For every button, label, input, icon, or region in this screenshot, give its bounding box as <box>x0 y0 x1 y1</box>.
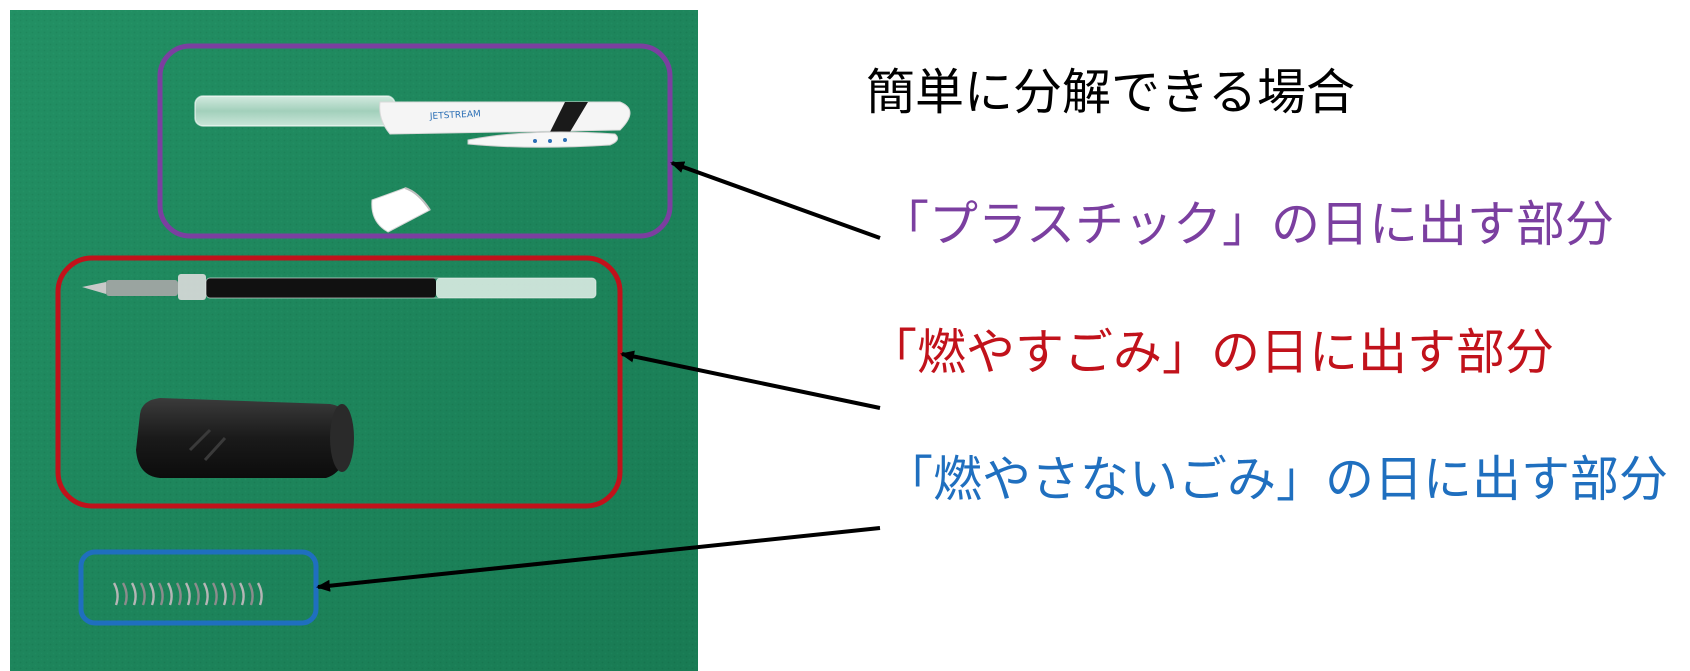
nonburnable-category-label: 「燃やさないごみ」の日に出す部分 <box>884 451 1669 508</box>
photo-drawing: JETSTREAM <box>10 10 698 671</box>
rubber-grip <box>136 398 354 478</box>
pen-barrel <box>194 95 396 127</box>
plastic-category-label: 「プラスチック」の日に出す部分 <box>880 196 1615 253</box>
plastic-arrow <box>670 161 881 240</box>
disassembled-pen-photo: JETSTREAM <box>10 10 698 671</box>
pen-body: JETSTREAM <box>379 101 631 135</box>
burnable-category-label: 「燃やすごみ」の日に出す部分 <box>868 324 1555 381</box>
page-heading: 簡単に分解できる場合 <box>866 64 1356 121</box>
